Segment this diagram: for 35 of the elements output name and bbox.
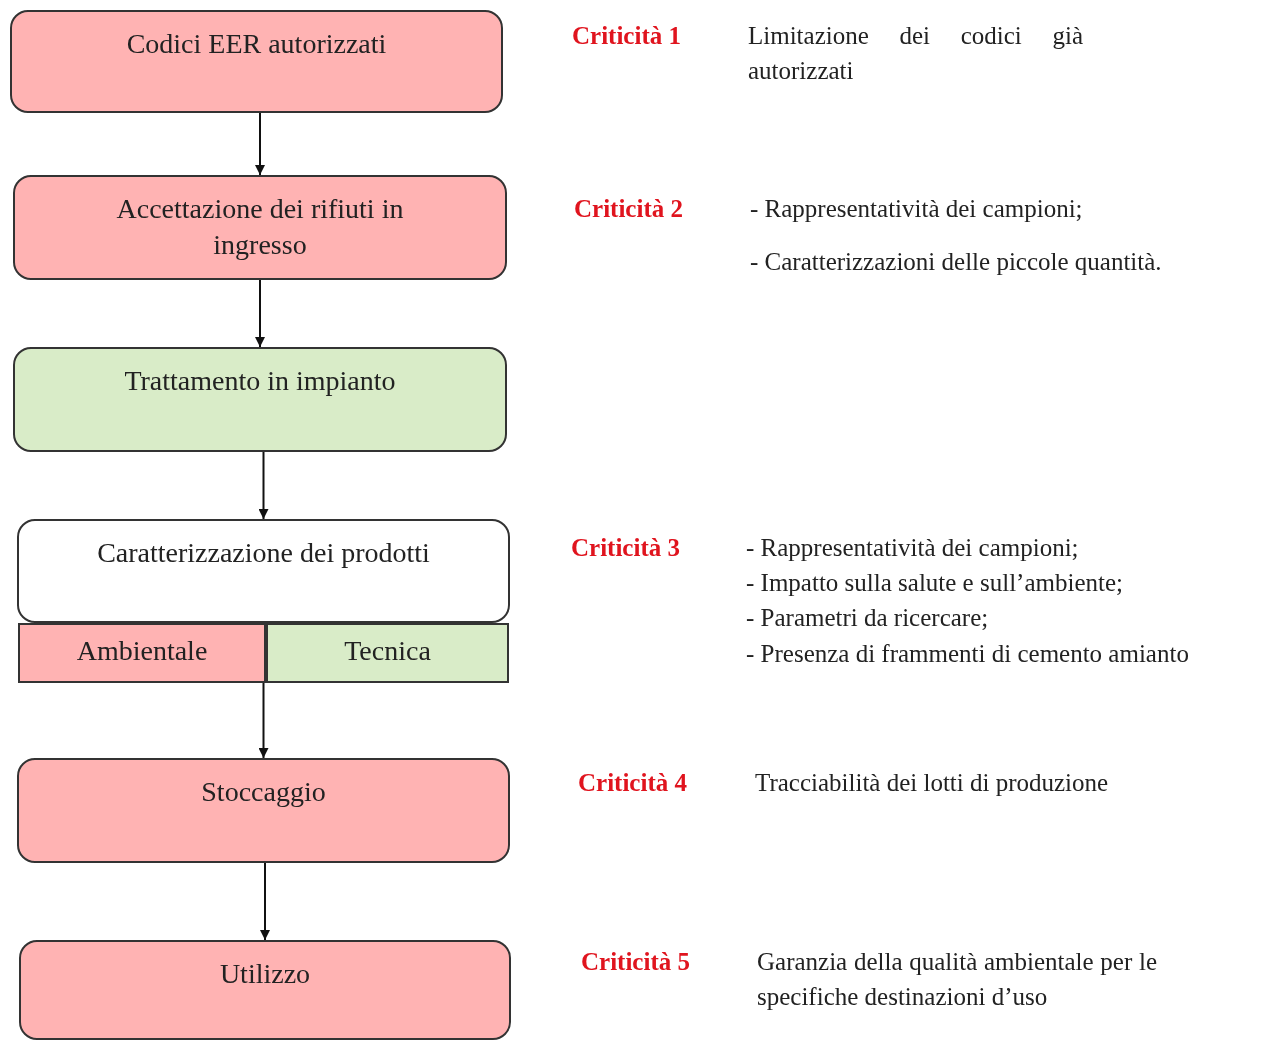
issue-description: - Rappresentatività dei campioni; — [750, 194, 1084, 224]
node-label: Accettazione dei rifiuti in ingresso — [115, 192, 405, 263]
issue-description: Tracciabilità dei lotti di produzione — [755, 768, 1110, 798]
category-bar — [18, 623, 266, 683]
node-label: Utilizzo — [219, 957, 311, 991]
arrow — [258, 682, 269, 759]
issue-heading: Criticità 5 — [581, 947, 691, 977]
process-box — [13, 175, 507, 280]
issue-description: - Caratterizzazioni delle piccole quantità. — [750, 247, 1163, 277]
category-bar — [266, 623, 509, 683]
issue-description: - Impatto sulla salute e sull’ambiente; — [746, 568, 1124, 598]
issue-description: Garanzia della qualità ambientale per le specifiche destinazioni d’uso — [757, 947, 1157, 1012]
issue-heading: Criticità 1 — [572, 21, 682, 51]
issue-heading: Criticità 4 — [578, 768, 688, 798]
issue-heading: Criticità 2 — [574, 194, 684, 224]
issue-heading: Criticità 3 — [571, 533, 681, 563]
process-box — [17, 758, 510, 863]
node-label: Tecnica — [344, 634, 431, 668]
process-box — [17, 519, 510, 623]
issue-description: Limitazione dei codici già autorizzati — [748, 21, 1083, 86]
node-label: Ambientale — [76, 634, 208, 668]
node-label: Caratterizzazione dei prodotti — [97, 536, 430, 570]
node-label: Trattamento in impianto — [124, 364, 396, 398]
arrow — [258, 451, 269, 520]
node-label: Stoccaggio — [201, 775, 326, 809]
arrow — [255, 279, 265, 348]
issue-description: - Presenza di frammenti di cemento amianto — [746, 639, 1190, 669]
issue-description: - Rappresentatività dei campioni; — [746, 533, 1080, 563]
process-box — [13, 347, 507, 452]
process-box — [19, 940, 511, 1040]
arrow — [255, 112, 265, 176]
arrow — [260, 862, 270, 941]
process-box — [10, 10, 503, 113]
node-label: Codici EER autorizzati — [126, 27, 387, 61]
issue-description: - Parametri da ricercare; — [746, 603, 990, 633]
